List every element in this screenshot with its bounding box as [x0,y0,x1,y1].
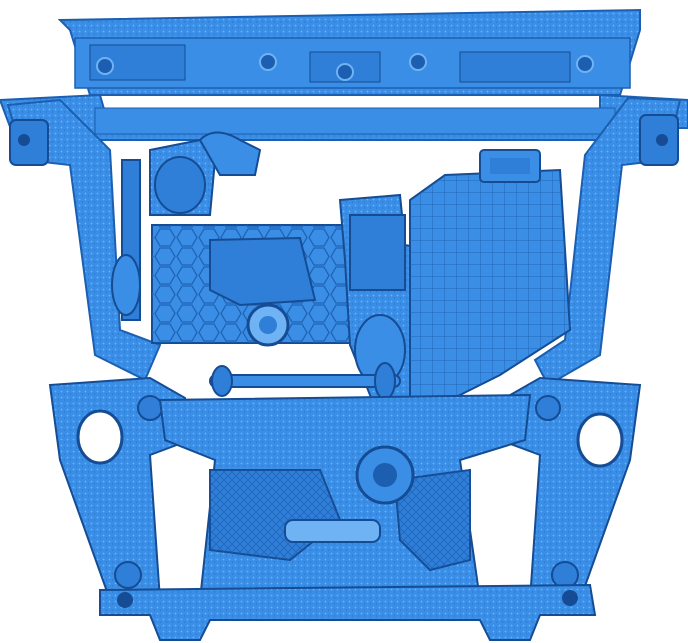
bottom-cross-member [99,583,597,641]
right-control-arm [498,376,642,601]
subframe-cradle [158,393,532,601]
accessory-belt [111,159,141,321]
right-side-rail [533,96,682,387]
top-cross-frame [0,8,688,141]
battery-pack [409,149,572,407]
left-control-arm [48,376,192,601]
engine-block [149,131,353,347]
drive-shaft [209,362,401,400]
left-side-rail [6,98,162,382]
